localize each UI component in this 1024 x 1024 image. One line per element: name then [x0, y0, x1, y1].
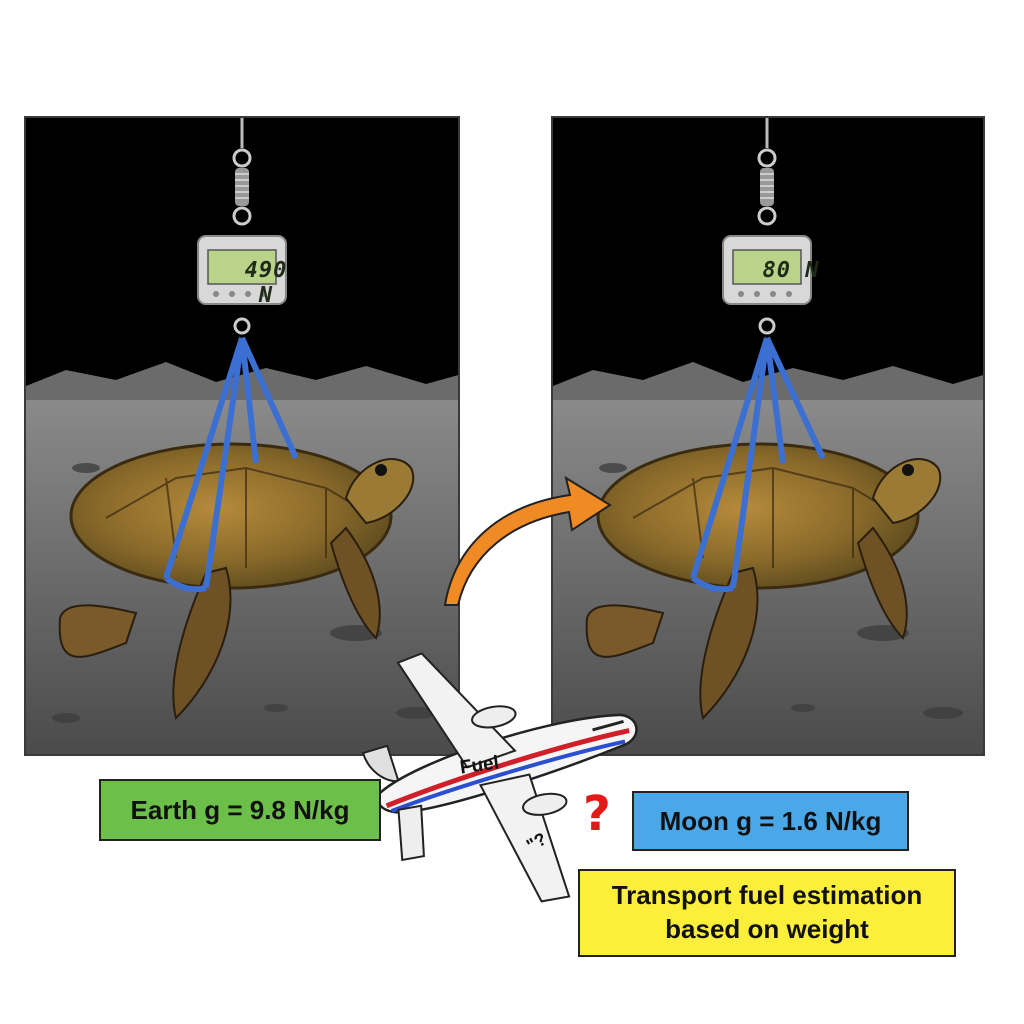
curved-arrow-icon [443, 475, 612, 606]
sling [163, 336, 299, 593]
turtle-icon [58, 442, 415, 720]
moon-panel: 80 N [551, 116, 985, 756]
earth-scale-readout: 490 N [244, 258, 288, 308]
earth-scene [26, 118, 458, 754]
question-mark: ? [583, 786, 611, 842]
moon-scene [553, 118, 983, 754]
earth-panel: 490 N [24, 116, 460, 756]
moon-gravity-label: Moon g = 1.6 N/kg [632, 791, 909, 851]
earth-gravity-label: Earth g = 9.8 N/kg [99, 779, 381, 841]
hanging-scale-icon [197, 118, 287, 335]
airplane-icon [361, 652, 638, 903]
hanging-scale-icon [722, 118, 812, 335]
fuel-estimation-label: Transport fuel estimation based on weigh… [578, 869, 956, 957]
turtle-icon [585, 442, 942, 720]
sling [690, 336, 826, 593]
moon-scale-readout: 80 N [762, 258, 820, 283]
